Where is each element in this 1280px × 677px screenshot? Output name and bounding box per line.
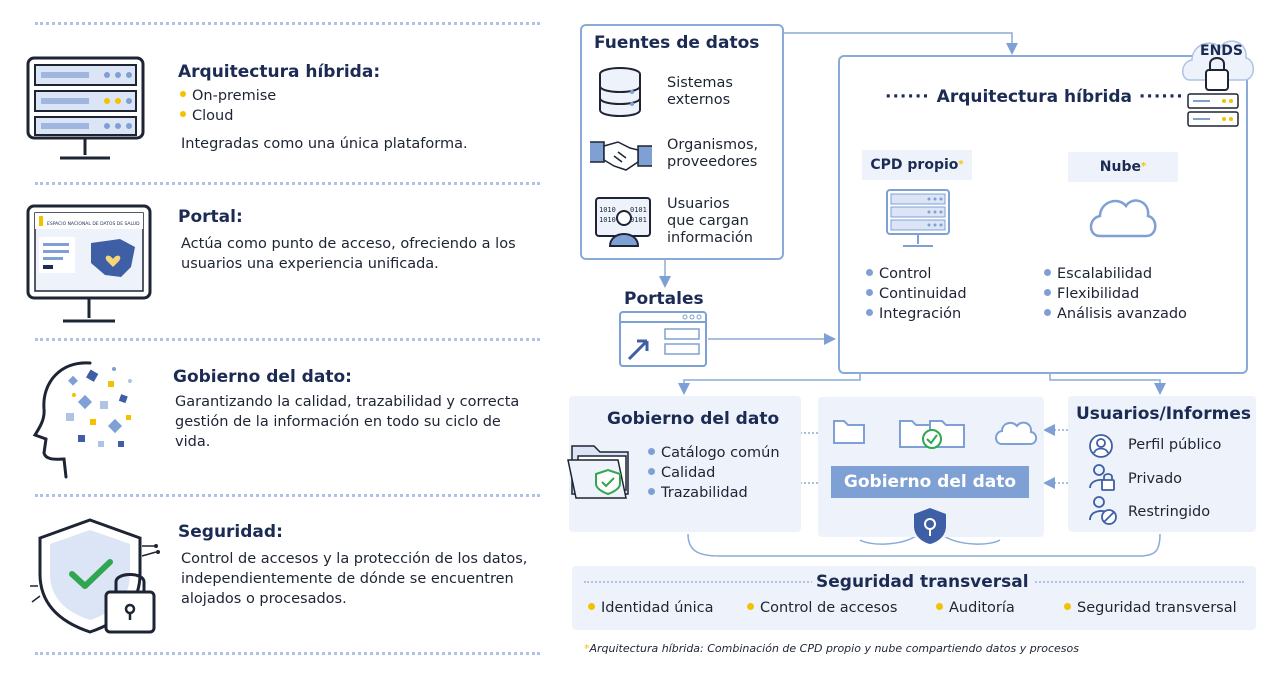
shield-lock-icon: [914, 508, 946, 544]
users-panel-title: Usuarios/Informes: [1076, 404, 1251, 424]
security-title: Seguridad:: [178, 522, 283, 542]
ends-cloud-lock-icon: [1182, 40, 1254, 127]
portales-title: Portales: [624, 289, 704, 309]
data-head-icon: [32, 361, 132, 479]
governance-item: Calidad: [648, 465, 715, 481]
hybrid-box-title-text: Arquitectura híbrida: [936, 87, 1132, 107]
cloud-feature: Escalabilidad: [1044, 266, 1152, 282]
hybrid-title: Arquitectura híbrida:: [178, 62, 381, 82]
security-text: Control de accesos y la protección de lo…: [181, 551, 528, 567]
divider: [35, 494, 540, 497]
governance-text: Garantizando la calidad, trazabilidad y …: [175, 394, 520, 410]
footnote: *Arquitectura híbrida: Combinación de CP…: [584, 642, 1079, 655]
private-user-lock-icon: [1089, 464, 1115, 491]
cpd-feature: Integración: [866, 306, 961, 322]
governance-item: Trazabilidad: [648, 485, 748, 501]
svg-text:1010: 1010: [599, 216, 616, 224]
source-label: proveedores: [667, 154, 758, 170]
user-upload-icon: 1010 1010 0101 0101: [595, 197, 651, 247]
portal-window-icon: [619, 311, 707, 367]
security-item: Seguridad transversal: [1064, 600, 1237, 616]
portal-screen-text: ESPACIO NACIONAL DE DATOS DE SALUD: [47, 221, 140, 227]
ends-label: ENDS: [1200, 43, 1243, 59]
users-item: Perfil público: [1128, 437, 1222, 453]
source-label: Organismos,: [667, 137, 759, 153]
hybrid-text: Integradas como una única plataforma.: [181, 136, 468, 152]
divider: [35, 182, 540, 185]
cloud-icon: [1089, 199, 1157, 238]
governance-item: Catálogo común: [648, 445, 780, 461]
svg-text:1010: 1010: [599, 206, 616, 214]
divider: [35, 338, 540, 341]
governance-text: vida.: [175, 434, 211, 450]
divider: [35, 652, 540, 655]
security-item: Identidad única: [588, 600, 713, 616]
server-icon: [886, 189, 950, 247]
security-panel-title: Seguridad transversal: [812, 572, 1033, 592]
footnote-text: Arquitectura híbrida: Combinación de CPD…: [589, 642, 1079, 655]
source-label: información: [667, 230, 753, 246]
security-item: Auditoría: [936, 600, 1015, 616]
security-text: independientemente de dónde se encuentre…: [181, 571, 514, 587]
hybrid-bullet: On-premise: [180, 88, 276, 104]
hybrid-bullet: Cloud: [180, 108, 233, 124]
hybrid-box-title: ······ Arquitectura híbrida ······: [885, 87, 1184, 107]
portal-text: usuarios una experiencia unificada.: [181, 256, 439, 272]
cpd-feature: Continuidad: [866, 286, 967, 302]
database-icon: [599, 67, 641, 117]
folder-icon: [833, 420, 865, 444]
data-sources-title: Fuentes de datos: [594, 33, 760, 53]
cpd-tag: CPD propio*: [862, 150, 972, 180]
cloud-feature: Análisis avanzado: [1044, 306, 1187, 322]
svg-text:0101: 0101: [630, 206, 647, 214]
governance-title: Gobierno del dato:: [173, 367, 352, 387]
cloud-icon: [995, 421, 1038, 445]
cpd-label: CPD propio: [870, 157, 959, 173]
footnote-star: *: [584, 642, 590, 655]
security-text: alojados o procesados.: [181, 591, 347, 607]
server-monitor-icon: [26, 56, 145, 160]
users-item: Restringido: [1128, 504, 1211, 520]
security-item: Control de accesos: [747, 600, 898, 616]
source-label: Usuarios: [667, 196, 730, 212]
footnote-star: *: [958, 159, 964, 170]
folder-check-icon: [567, 445, 629, 499]
cloud-label: Nube: [1099, 159, 1141, 175]
users-item: Privado: [1128, 471, 1183, 487]
governance-panel-title: Gobierno del dato: [607, 409, 780, 429]
cpd-feature: Control: [866, 266, 931, 282]
governance-text: gestión de la información en todo su cic…: [175, 414, 501, 430]
handshake-icon: [590, 141, 652, 171]
cloud-feature: Flexibilidad: [1044, 286, 1139, 302]
divider: [35, 22, 540, 25]
svg-text:0101: 0101: [630, 216, 647, 224]
portal-monitor-icon: ESPACIO NACIONAL DE DATOS DE SALUD: [26, 204, 152, 323]
source-label: Sistemas: [667, 75, 733, 91]
public-profile-icon: [1089, 434, 1113, 458]
governance-center-label: Gobierno del dato: [831, 466, 1029, 498]
cloud-tag: Nube*: [1068, 152, 1178, 182]
portal-title: Portal:: [178, 207, 243, 227]
users-panel: [1068, 396, 1256, 532]
source-label: externos: [667, 92, 731, 108]
shared-folders-check-icon: [899, 420, 965, 449]
security-shield-icon: [30, 518, 160, 634]
portal-text: Actúa como punto de acceso, ofreciendo a…: [181, 236, 516, 252]
footnote-star: *: [1140, 161, 1147, 172]
source-label: que cargan: [667, 213, 749, 229]
restricted-user-icon: [1089, 496, 1117, 525]
